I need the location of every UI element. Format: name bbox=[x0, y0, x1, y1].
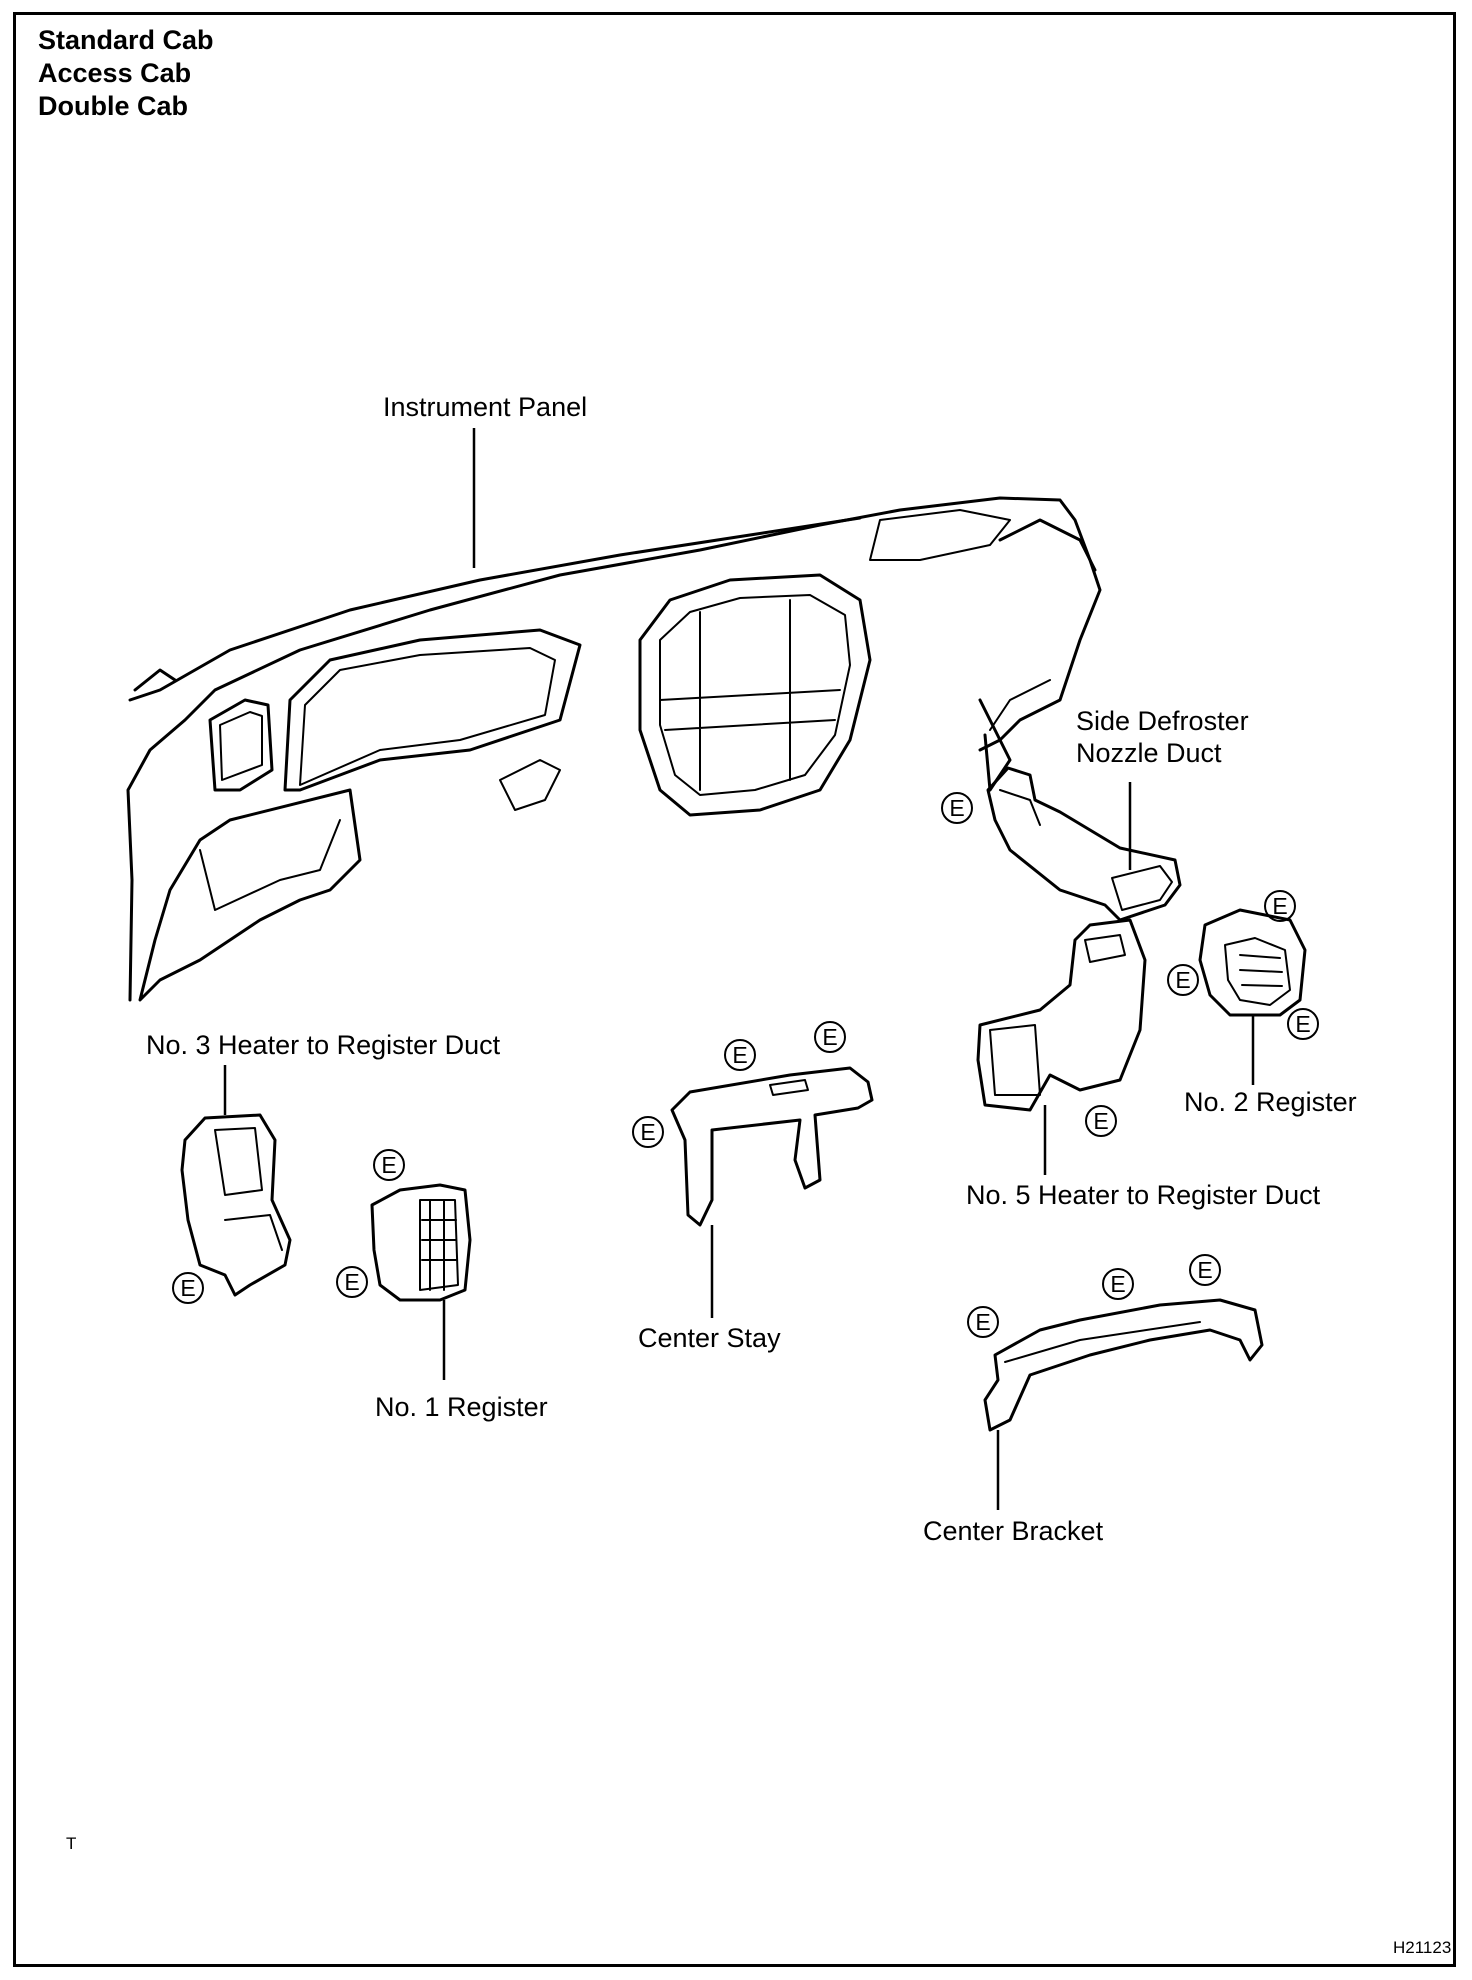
e-marker: E bbox=[1085, 1105, 1117, 1137]
leader-lines bbox=[223, 428, 1255, 1510]
e-marker: E bbox=[1189, 1254, 1221, 1286]
e-marker: E bbox=[373, 1149, 405, 1181]
svg-text:E: E bbox=[1272, 893, 1287, 919]
e-marker: E bbox=[172, 1272, 204, 1304]
e-marker: E bbox=[632, 1116, 664, 1148]
e-markers: E E E E E E E E E E E E E E bbox=[172, 792, 1319, 1338]
svg-text:E: E bbox=[1110, 1271, 1125, 1297]
center-bracket-drawing bbox=[983, 1298, 1264, 1432]
label-center-bracket: Center Bracket bbox=[923, 1516, 1104, 1546]
label-instrument-panel: Instrument Panel bbox=[383, 392, 588, 422]
label-side-defroster-line2: Nozzle Duct bbox=[1076, 738, 1222, 768]
svg-text:E: E bbox=[949, 795, 964, 821]
figure-code: H21123 bbox=[1393, 1938, 1452, 1957]
no3-heater-duct-drawing bbox=[180, 1113, 292, 1297]
svg-text:E: E bbox=[822, 1024, 837, 1050]
e-marker: E bbox=[1287, 1008, 1319, 1040]
svg-text:E: E bbox=[732, 1042, 747, 1068]
svg-text:E: E bbox=[1175, 967, 1190, 993]
e-marker: E bbox=[1264, 890, 1296, 922]
svg-text:E: E bbox=[1093, 1108, 1108, 1134]
label-side-defroster-line1: Side Defroster bbox=[1076, 706, 1249, 736]
instrument-panel-drawing bbox=[126, 496, 1102, 1002]
label-no5-heater-duct: No. 5 Heater to Register Duct bbox=[966, 1180, 1321, 1210]
cab-type-list: Standard Cab Access Cab Double Cab bbox=[38, 24, 214, 123]
center-stay-drawing bbox=[670, 1066, 874, 1227]
side-defroster-nozzle-duct-drawing bbox=[986, 766, 1182, 922]
svg-text:E: E bbox=[180, 1275, 195, 1301]
e-marker: E bbox=[1167, 964, 1199, 996]
no5-heater-duct-drawing bbox=[976, 918, 1147, 1112]
label-no3-heater-duct: No. 3 Heater to Register Duct bbox=[146, 1030, 501, 1060]
svg-text:E: E bbox=[975, 1309, 990, 1335]
cab-type-double: Double Cab bbox=[38, 91, 189, 121]
no2-register-drawing bbox=[1198, 908, 1307, 1017]
e-marker: E bbox=[967, 1306, 999, 1338]
e-marker: E bbox=[941, 792, 973, 824]
e-marker: E bbox=[336, 1266, 368, 1298]
svg-text:E: E bbox=[1295, 1011, 1310, 1037]
label-center-stay: Center Stay bbox=[638, 1323, 781, 1353]
e-marker: E bbox=[1102, 1268, 1134, 1300]
no1-register-drawing bbox=[370, 1183, 472, 1302]
e-marker: E bbox=[724, 1039, 756, 1071]
label-no2-register: No. 2 Register bbox=[1184, 1087, 1357, 1117]
svg-text:E: E bbox=[640, 1119, 655, 1145]
footer-mark-t: T bbox=[66, 1834, 77, 1853]
cab-type-access: Access Cab bbox=[38, 58, 192, 88]
label-no1-register: No. 1 Register bbox=[375, 1392, 548, 1422]
e-marker: E bbox=[814, 1021, 846, 1053]
svg-text:E: E bbox=[1197, 1257, 1212, 1283]
diagram-frame bbox=[13, 12, 1456, 1967]
svg-text:E: E bbox=[381, 1152, 396, 1178]
svg-text:E: E bbox=[344, 1269, 359, 1295]
cab-type-standard: Standard Cab bbox=[38, 25, 214, 55]
